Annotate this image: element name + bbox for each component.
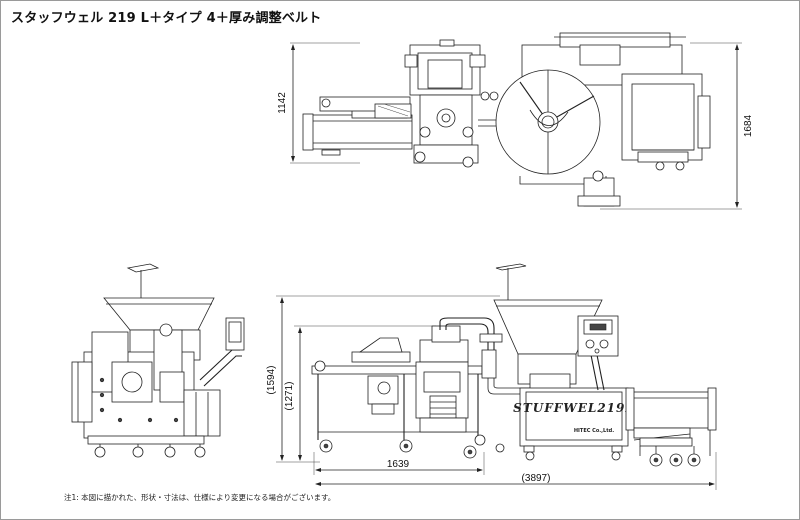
- dim-table-height: (1271): [284, 382, 295, 411]
- dim-total-length: (3897): [522, 473, 551, 484]
- dim-total-height: (1594): [266, 366, 277, 395]
- side-view: [71, 263, 245, 458]
- top-view: 1142 1684: [277, 32, 754, 210]
- machine-label: STUFFWEL219L: [513, 401, 635, 415]
- page-title: スタッフウェル 219 L＋タイプ 4＋厚み調整ベルト: [11, 11, 322, 26]
- dim-top-height: 1684: [743, 114, 754, 137]
- dim-table-length: 1639: [387, 459, 410, 470]
- dim-top-width: 1142: [277, 92, 288, 114]
- footnote: 注1: 本図に描かれた、形状・寸法は、仕様により変更になる場合がございます。: [64, 493, 336, 502]
- front-view: (1594) (1271) 1639 (3897): [266, 263, 717, 490]
- maker-label: HITEC Co.,Ltd.: [574, 428, 614, 434]
